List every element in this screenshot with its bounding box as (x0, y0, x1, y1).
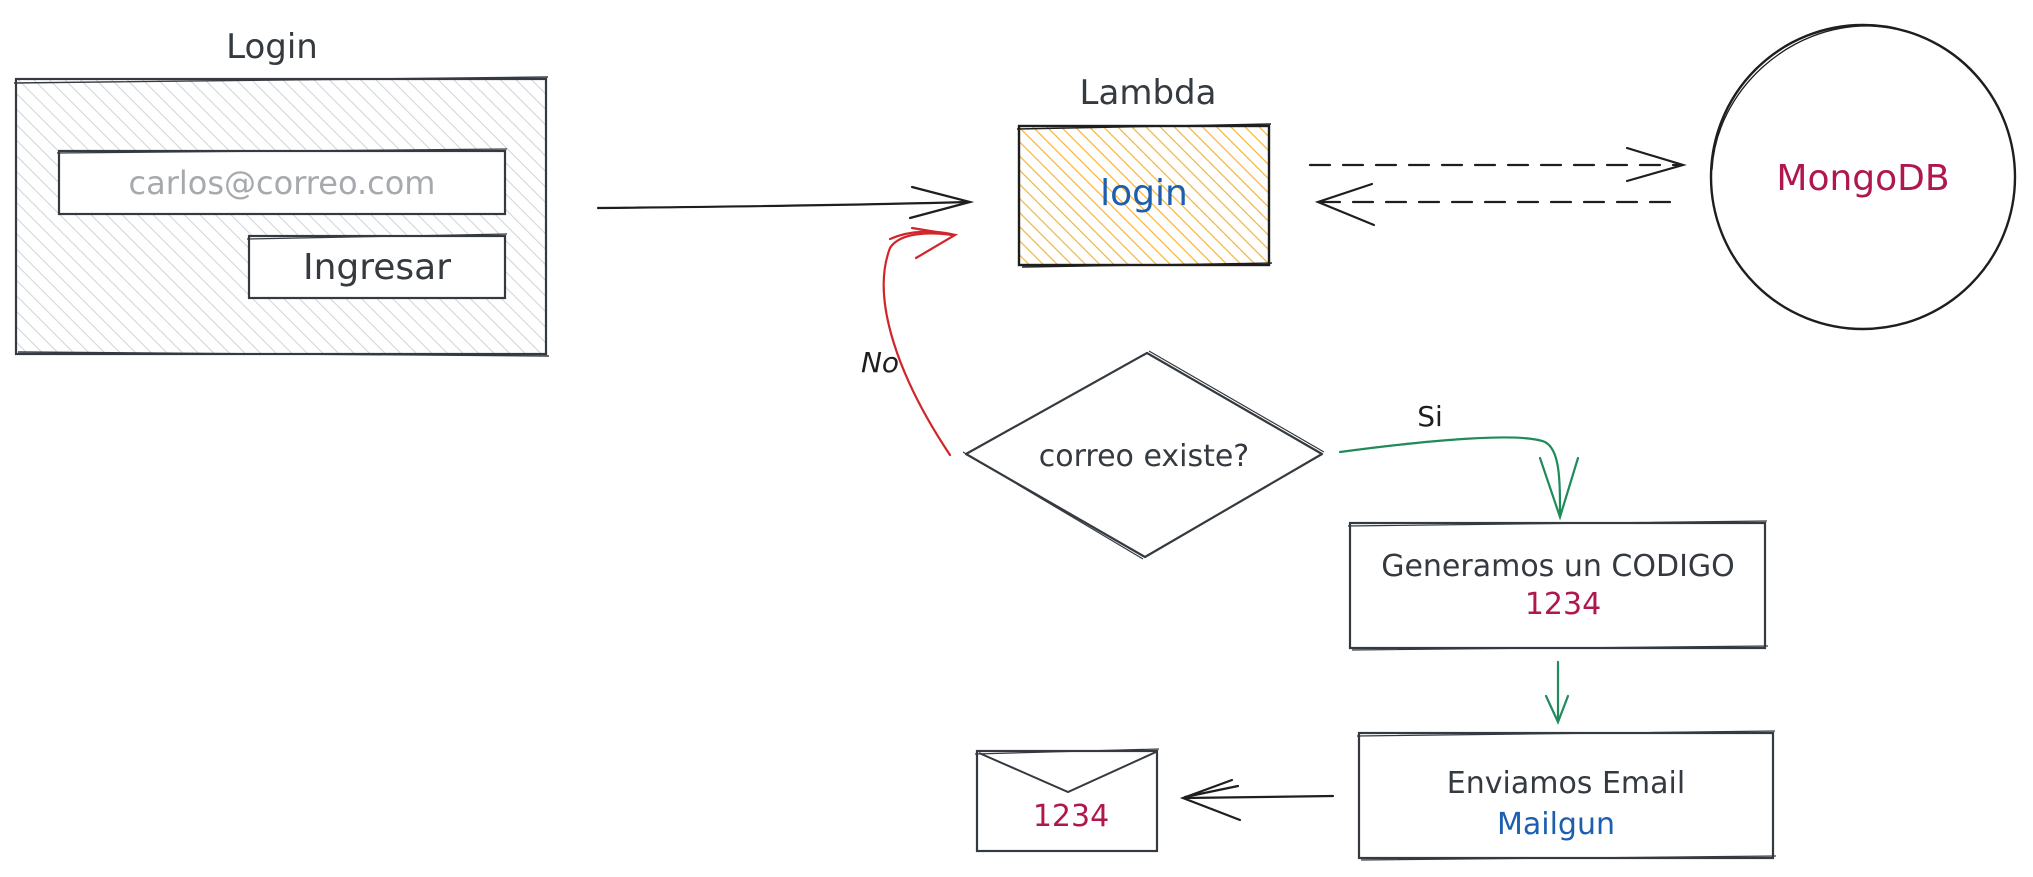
arrow-mongodb-to-lambda (1314, 182, 1672, 227)
no-label: No (861, 346, 899, 379)
arrow-send-to-envelope (1179, 778, 1335, 822)
arrow-yes-to-generate (1338, 436, 1580, 521)
generate-code-text: Generamos un CODIGO (1381, 549, 1735, 584)
decision-question: correo existe? (1039, 439, 1249, 474)
ingresar-button-label: Ingresar (303, 247, 451, 288)
arrow-generate-to-send (1544, 660, 1570, 725)
email-field[interactable]: carlos@correo.com (56, 148, 508, 216)
envelope-code: 1234 (1033, 799, 1109, 834)
arrow-no-to-lambda (882, 226, 959, 457)
mongodb-node: MongoDB (1709, 23, 2017, 331)
ingresar-button[interactable]: Ingresar (246, 233, 508, 300)
mongodb-label: MongoDB (1776, 158, 1949, 199)
lambda-box: login (1016, 123, 1273, 268)
arrow-lambda-to-mongodb (1308, 146, 1687, 183)
lambda-function-name: login (1100, 173, 1188, 214)
send-email-text: Enviamos Email (1447, 766, 1685, 801)
arrow-login-to-lambda (596, 185, 975, 220)
generate-code-value: 1234 (1525, 587, 1601, 622)
generate-code-box: Generamos un CODIGO 1234 (1347, 520, 1769, 651)
decision-diamond: correo existe? (962, 350, 1325, 560)
login-panel (13, 76, 550, 357)
login-title: Login (226, 27, 318, 67)
send-email-box: Enviamos Email Mailgun (1356, 730, 1777, 861)
yes-label: Si (1417, 400, 1443, 433)
email-field-value: carlos@correo.com (129, 164, 436, 202)
lambda-title: Lambda (1080, 73, 1217, 113)
envelope-icon: 1234 (974, 748, 1160, 853)
send-email-service: Mailgun (1497, 807, 1615, 842)
